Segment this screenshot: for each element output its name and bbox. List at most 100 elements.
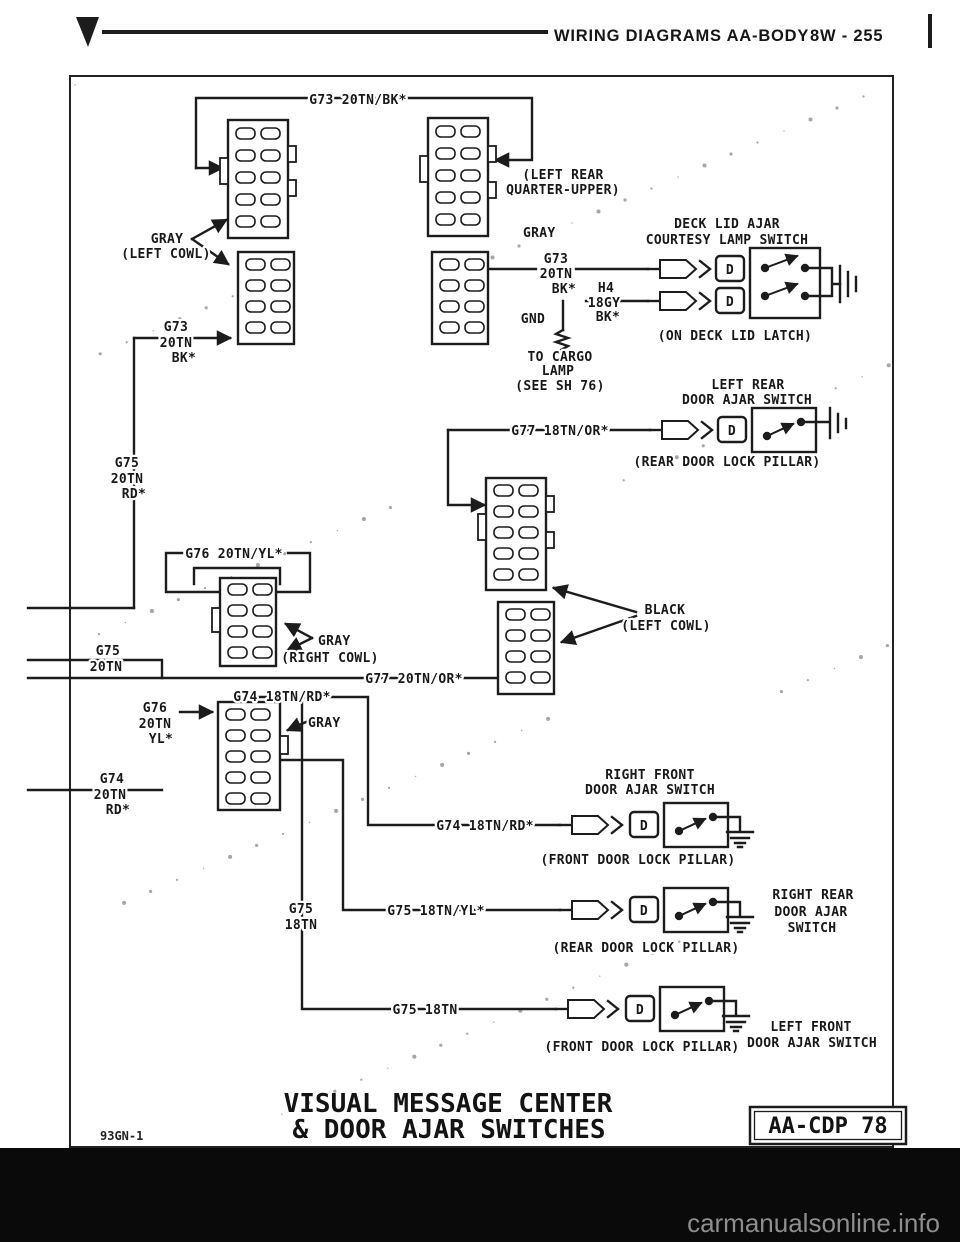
sheet-code-box	[748, 1105, 908, 1146]
wire-label-g74-18-b: G74 18TN/RD*	[436, 819, 534, 834]
wire-g74-18	[256, 695, 562, 827]
deck-switch-ground-lead	[803, 266, 842, 298]
wire-label-g76-a1: G76	[143, 701, 167, 716]
wire-label-g75-a2: 20TN	[111, 472, 144, 487]
label-left-rear-switch-1: LEFT REAR	[711, 378, 784, 393]
label-right-front-switch-2: DOOR AJAR SWITCH	[585, 783, 715, 798]
doc-code: 93GN-1	[100, 1129, 143, 1143]
wire-label-h4-3: BK*	[596, 310, 620, 325]
label-right-rear-switch-3: SWITCH	[788, 921, 837, 936]
wire-g75-18	[300, 695, 558, 1011]
connector-right-cowl	[211, 576, 278, 668]
connector-d-label: D	[640, 819, 648, 834]
wire-label-g74-a3: RD*	[106, 803, 130, 818]
inline-connector-d	[714, 286, 746, 315]
wire-label-g75-a1: G75	[115, 456, 139, 471]
door-ajar-switch-icon	[664, 803, 728, 847]
label-right-front-switch-1: RIGHT FRONT	[605, 768, 694, 783]
label-gray-right-cowl: GRAY	[318, 634, 351, 649]
sheet-code-box-inner	[753, 1110, 903, 1141]
wire-label-g73-top: G73 20TN/BK*	[309, 93, 407, 108]
connector-left-cowl-upper	[219, 118, 297, 240]
title-block: VISUAL MESSAGE CENTER & DOOR AJAR SWITCH…	[100, 1089, 908, 1146]
connector-bottom-gray	[216, 700, 289, 812]
wire-g76-loop-inner	[192, 566, 282, 586]
wire-harness-lines	[26, 96, 652, 1011]
wire-g75-18yl	[278, 758, 562, 912]
wire-label-g75-b1: G75	[96, 644, 120, 659]
header-right-tick	[928, 14, 932, 48]
arrow-black-left-cowl-upper	[551, 584, 638, 614]
wire-label-g73-left-3: BK*	[172, 351, 196, 366]
arrow-gray-left-cowl-upper	[190, 218, 229, 241]
label-left-rear-quarter-1: (LEFT REAR	[522, 168, 603, 183]
watermark-text: carmanualsonline.info	[687, 1208, 940, 1238]
connector-d-label: D	[726, 295, 734, 310]
label-deck-lid-ajar-1: DECK LID AJAR	[674, 217, 780, 232]
label-black-left-cowl-1: BLACK	[645, 603, 686, 618]
label-right-cowl: (RIGHT COWL)	[281, 651, 379, 666]
label-to-cargo-3: (SEE SH 76)	[515, 379, 604, 394]
wire-label-g73-deck-2: 20TN	[540, 267, 573, 282]
label-to-cargo-1: TO CARGO	[527, 350, 592, 365]
ground-bars-icon	[838, 264, 858, 304]
connector-black-left-cowl	[496, 600, 556, 696]
sheet-code: AA-CDP 78	[768, 1114, 887, 1139]
arrow-gray-left-cowl-lower	[190, 237, 230, 266]
wire-label-g75-a3: RD*	[122, 487, 146, 502]
arrow-gray-bottom	[285, 717, 308, 732]
label-right-rear-switch-1: RIGHT REAR	[772, 888, 853, 903]
wire-label-g73-left-2: 20TN	[160, 336, 193, 351]
wire-label-g77-18: G77 18TN/OR*	[511, 424, 609, 439]
wire-label-g74-a1: G74	[100, 772, 124, 787]
wire-label-g75-18: G75 18TN	[392, 1003, 457, 1018]
label-left-rear-switch-2: DOOR AJAR SWITCH	[682, 393, 812, 408]
wire-g77-18-drop	[446, 428, 487, 513]
label-to-cargo-2: LAMP	[542, 364, 575, 379]
connector-left-rear-quarter-upper	[419, 116, 497, 238]
diagram-text-labels: G73 20TN/BK* GRAY (LEFT COWL) (LEFT REAR…	[87, 91, 878, 1058]
wire-label-h4-1: H4	[598, 281, 614, 296]
inline-connector-d	[714, 254, 746, 283]
deck-lid-ajar-switch-assembly: D D	[646, 246, 858, 320]
connector-d-label: D	[728, 424, 736, 439]
wire-label-g74-18-a: G74 18TN/RD*	[233, 690, 331, 705]
right-front-door-ajar-switch-assembly: D	[558, 803, 755, 849]
arrow-gray-right-cowl-upper	[283, 622, 314, 640]
connector-left-cowl-lower	[236, 250, 296, 346]
connector-d-label: D	[640, 904, 648, 919]
page-header: WIRING DIAGRAMS AA-BODY 8W - 255	[76, 14, 932, 48]
wire-h4	[561, 299, 650, 332]
wire-g73-loop	[194, 96, 534, 170]
label-black-left-cowl-2: (LEFT COWL)	[621, 619, 710, 634]
label-rear-door-lock-pillar-a: (REAR DOOR LOCK PILLAR)	[634, 455, 821, 470]
wire-g76-loop-outer	[164, 551, 312, 594]
inline-connector-d	[628, 810, 660, 839]
label-rear-door-lock-pillar-b: (REAR DOOR LOCK PILLAR)	[553, 941, 740, 956]
wire-junction-dot	[299, 694, 305, 700]
label-left-front-switch-1: LEFT FRONT	[770, 1020, 851, 1035]
door-ajar-switch-icon	[660, 987, 724, 1031]
wire-label-g75-c1: G75	[289, 902, 313, 917]
wire-label-g73-deck-3: BK*	[552, 282, 576, 297]
diagram-border	[69, 75, 894, 1148]
switch-ground-lead	[715, 900, 742, 917]
label-gray-left-cowl: GRAY	[151, 232, 184, 247]
switch-ground-lead	[715, 815, 742, 832]
wire-label-g75-c2: 18TN	[285, 918, 318, 933]
scan-noise-speckles	[74, 84, 891, 1115]
header-title: WIRING DIAGRAMS AA-BODY	[554, 27, 809, 45]
wire-label-g75-18yl: G75 18TN/YL*	[387, 904, 485, 919]
wire-label-g76-yl: G76 20TN/YL*	[185, 547, 283, 562]
connector-d-label: D	[726, 263, 734, 278]
arrow-gray-right-cowl-lower	[285, 636, 314, 652]
diagram-title-line1: VISUAL MESSAGE CENTER	[284, 1089, 613, 1119]
label-gnd: GND	[521, 312, 545, 327]
left-rear-door-ajar-switch-assembly: D	[648, 406, 848, 452]
wire-label-g74-a2: 20TN	[94, 788, 127, 803]
wire-label-g75-b2: 20TN	[90, 660, 123, 675]
label-front-door-lock-pillar-b: (FRONT DOOR LOCK PILLAR)	[544, 1040, 739, 1055]
label-on-deck-lid-latch: (ON DECK LID LATCH)	[658, 329, 812, 344]
